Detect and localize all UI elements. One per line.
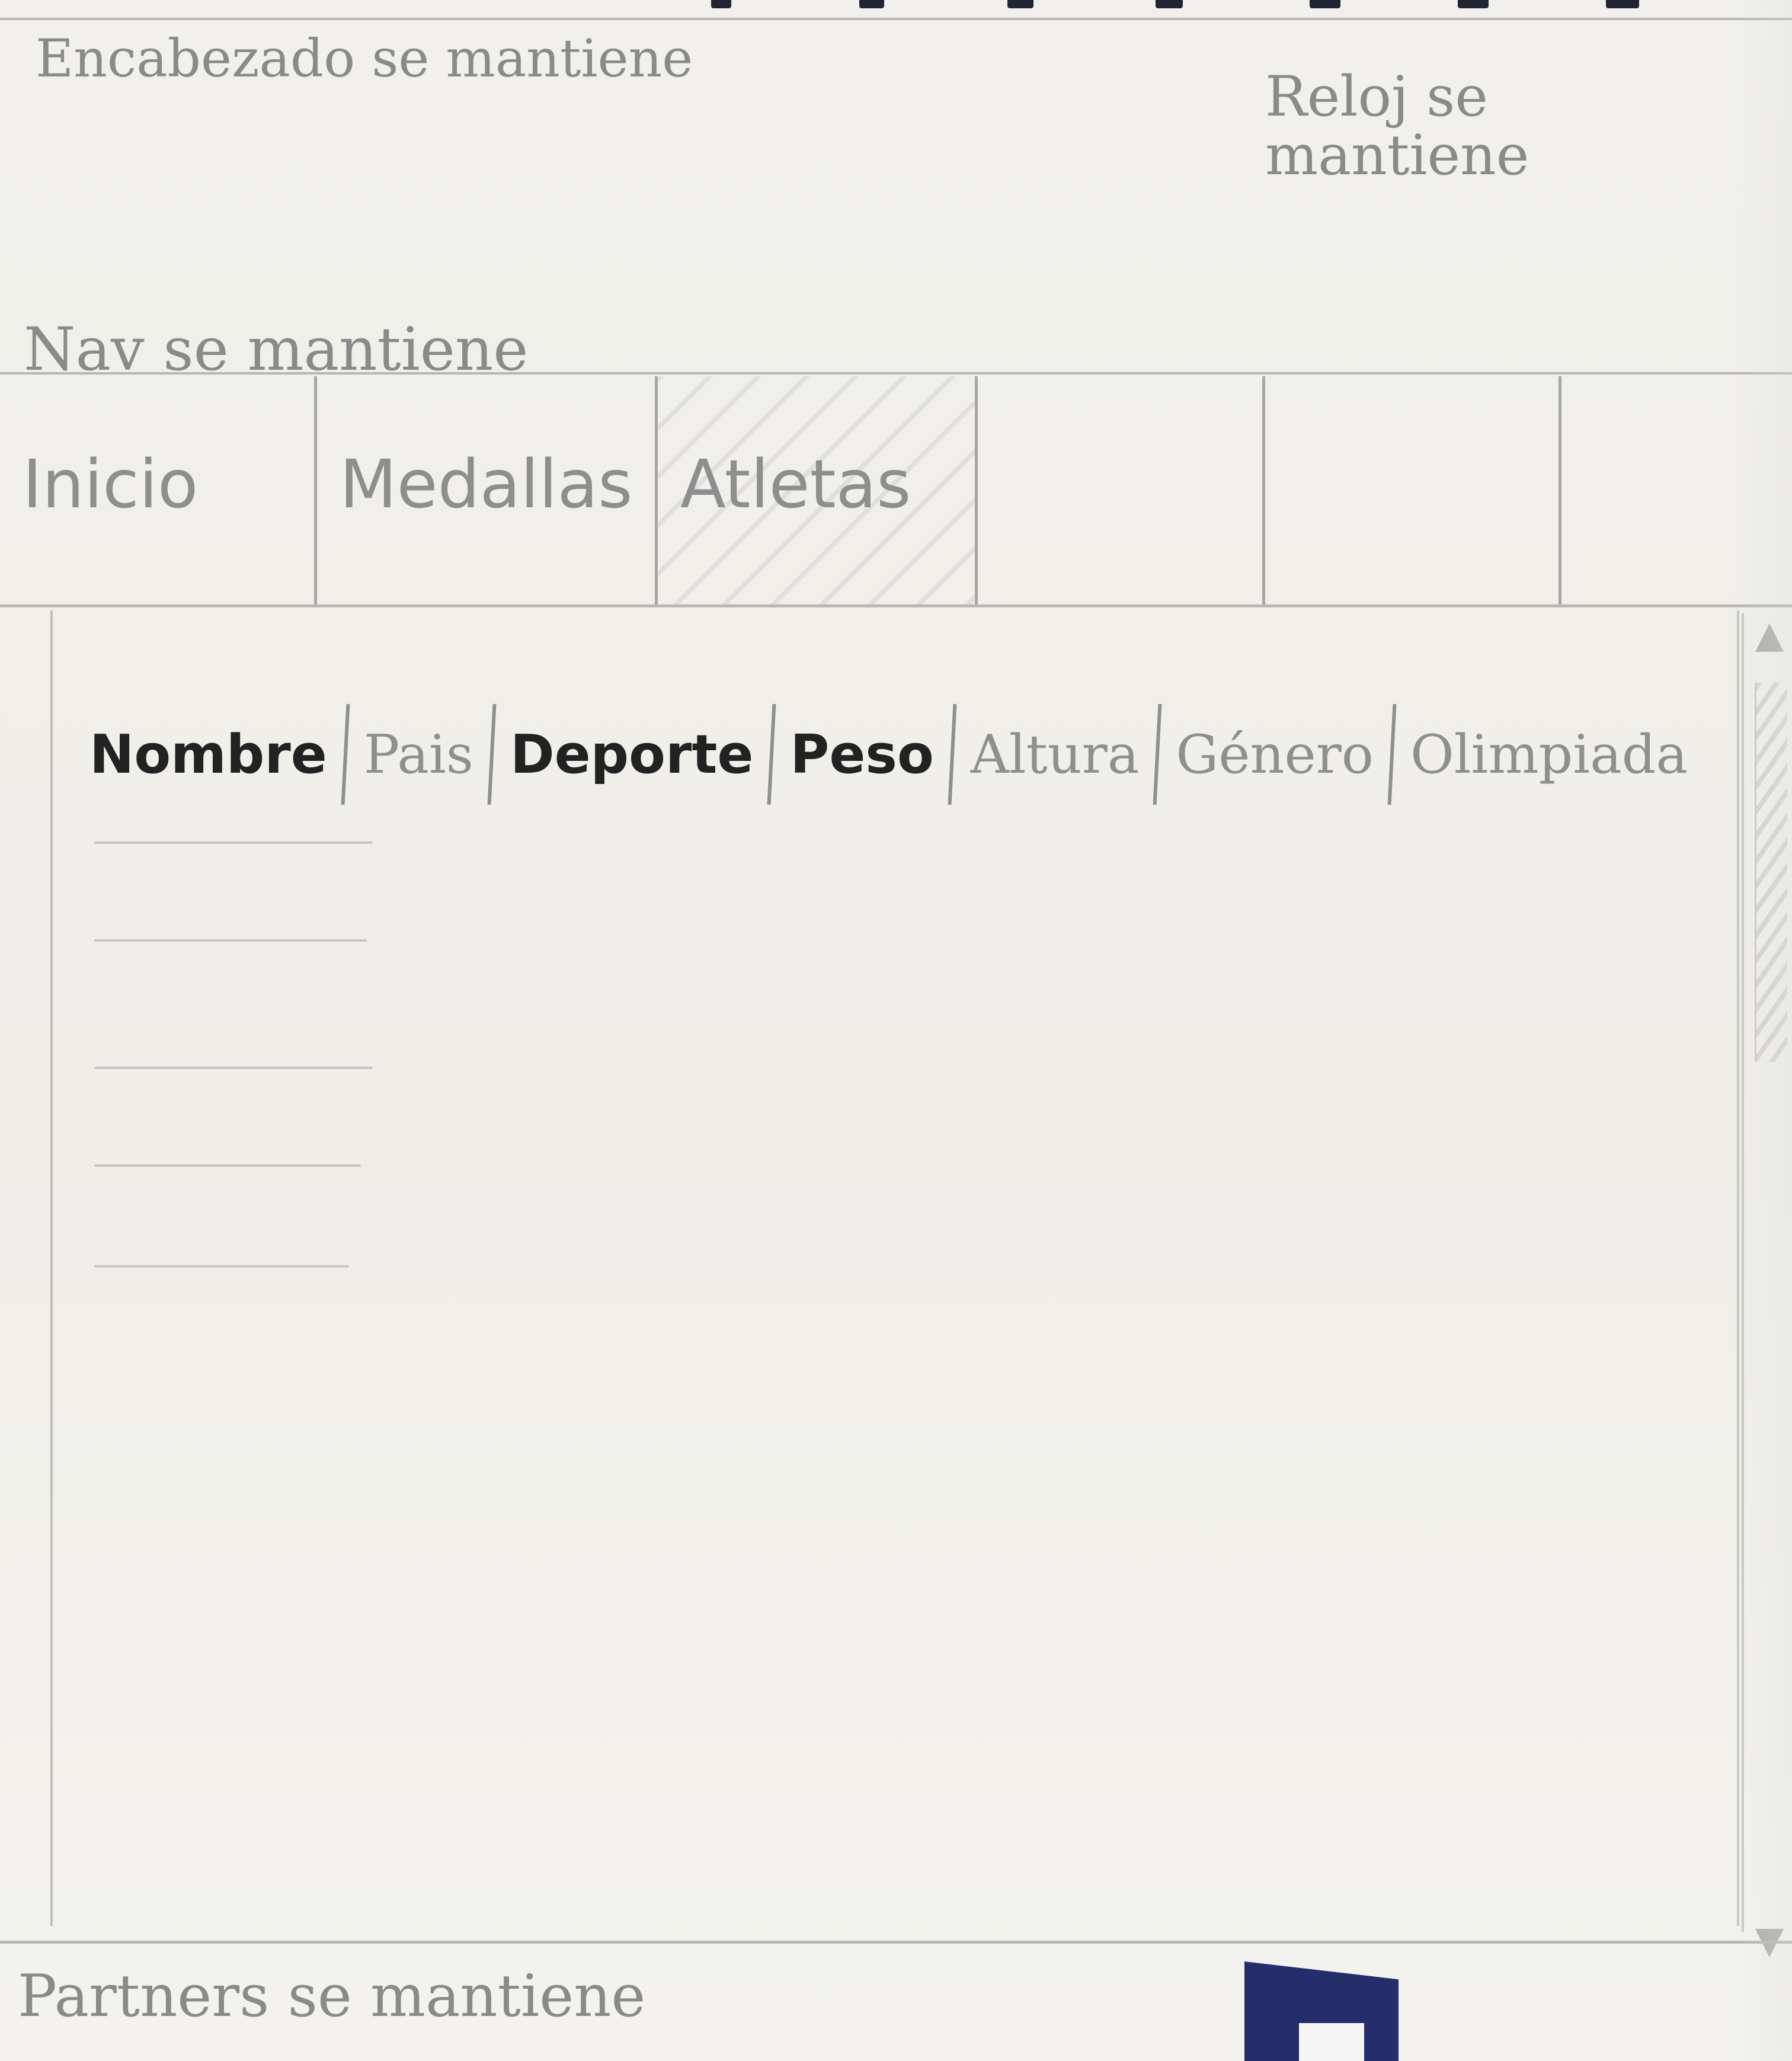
nav-item-atletas[interactable]: Atletas (658, 376, 978, 607)
spiral-binding-mark (1007, 0, 1033, 8)
nav-item-label: Inicio (23, 446, 199, 523)
table-row-placeholder (94, 1164, 361, 1167)
column-divider (767, 703, 776, 805)
footer-top-line (0, 1941, 1792, 1944)
table-header-genero[interactable]: Género (1176, 723, 1374, 786)
paper-edge-shadow (1733, 0, 1792, 2061)
nav-note: Nav se mantiene (24, 315, 529, 384)
nav-item-label: Medallas (340, 446, 633, 523)
spiral-binding-mark (1310, 0, 1340, 8)
column-divider (948, 703, 957, 805)
nav-item-inicio[interactable]: Inicio (0, 376, 317, 607)
table-header-olimpiada[interactable]: Olimpiada (1410, 723, 1688, 786)
nav-bottom-line (0, 604, 1792, 607)
nav-item-label: Atletas (680, 446, 911, 523)
table-header-altura[interactable]: Altura (970, 723, 1140, 786)
scrollbar-thumb[interactable] (1755, 683, 1787, 1062)
column-divider (487, 703, 497, 805)
table-row-placeholder (94, 1265, 349, 1268)
spiral-binding-mark (711, 0, 731, 8)
top-border-line (0, 18, 1792, 20)
vertical-scrollbar[interactable] (1742, 613, 1792, 1932)
column-divider (341, 703, 350, 805)
table-row-placeholder (94, 841, 373, 844)
table-row-placeholder (94, 939, 367, 942)
scroll-up-icon[interactable] (1755, 623, 1784, 652)
nav-item-empty-1[interactable] (978, 376, 1265, 607)
spiral-binding-mark (1156, 0, 1183, 8)
table-header-pais[interactable]: Pais (363, 723, 473, 786)
table-header-peso[interactable]: Peso (790, 723, 934, 786)
nav-top-line (0, 372, 1792, 375)
footer-note: Partners se mantiene (18, 1963, 646, 2030)
header-note: Encabezado se mantiene (36, 28, 693, 89)
nav-item-medallas[interactable]: Medallas (317, 376, 658, 607)
nav-bar: Inicio Medallas Atletas (0, 376, 1792, 607)
blue-corner-mark (1244, 1961, 1399, 2061)
column-divider (1387, 703, 1397, 805)
spiral-binding-mark (1606, 0, 1639, 8)
column-divider (1153, 703, 1162, 805)
clock-note: Reloj se mantiene (1265, 65, 1529, 188)
spiral-binding-mark (1458, 0, 1489, 8)
table-header-row: Nombre Pais Deporte Peso Altura Género O… (89, 703, 1704, 805)
athletes-table-area: Nombre Pais Deporte Peso Altura Género O… (50, 610, 1739, 1926)
nav-item-empty-2[interactable] (1265, 376, 1561, 607)
table-header-nombre[interactable]: Nombre (89, 723, 327, 786)
table-header-deporte[interactable]: Deporte (510, 723, 754, 786)
spiral-binding-mark (859, 0, 884, 8)
table-row-placeholder (94, 1067, 373, 1069)
